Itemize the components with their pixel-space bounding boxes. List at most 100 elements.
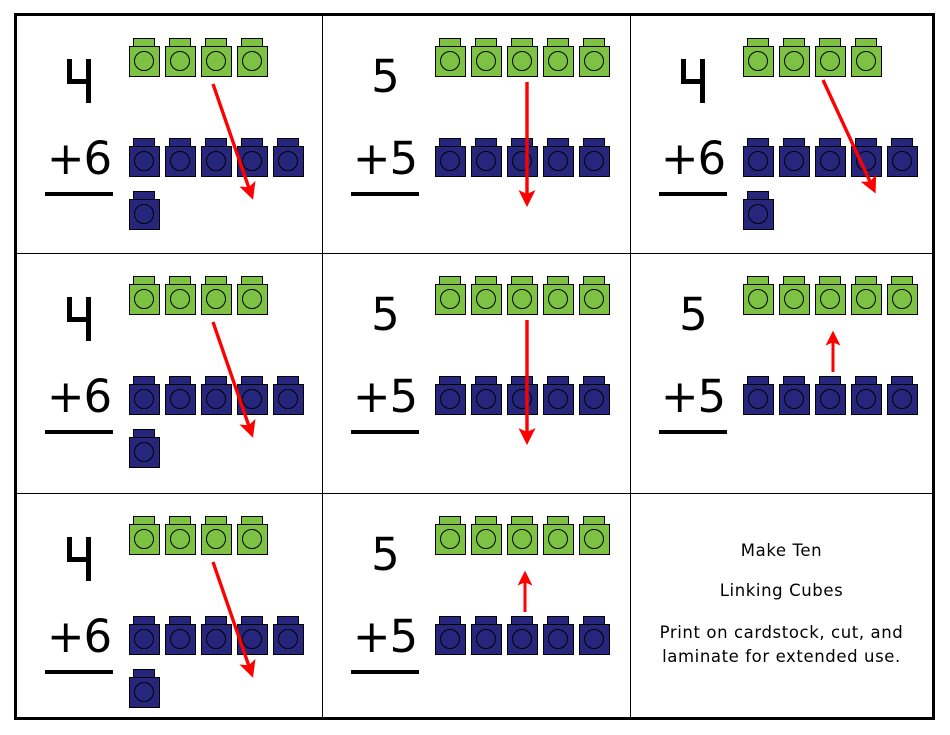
- cube-body: [165, 524, 196, 555]
- cube-circle-icon: [856, 51, 876, 71]
- cube-circle-icon: [242, 51, 262, 71]
- cube-body: [579, 46, 610, 77]
- cube-stud-icon: [583, 276, 605, 285]
- top-addend: [35, 54, 123, 110]
- cube-circle-icon: [170, 289, 190, 309]
- green-cube: [779, 276, 813, 318]
- cube-stud-icon: [783, 276, 805, 285]
- top-addend: [649, 54, 737, 110]
- cube-body: [543, 46, 574, 77]
- cube-body: [237, 524, 268, 555]
- cube-body: [779, 284, 810, 315]
- cube-stud-icon: [205, 276, 227, 285]
- cube-stud-icon: [439, 376, 461, 385]
- cube-stud-icon: [855, 276, 877, 285]
- green-cube-row: [743, 276, 923, 318]
- cube-stud-icon: [547, 138, 569, 147]
- blue-cube: [129, 138, 163, 180]
- cube-stage: [735, 254, 932, 493]
- green-cube: [129, 38, 163, 80]
- cube-circle-icon: [748, 389, 768, 409]
- top-addend: [35, 292, 123, 348]
- cube-circle-icon: [206, 389, 226, 409]
- cube-stud-icon: [205, 38, 227, 47]
- make-ten-card: +6: [631, 16, 932, 254]
- green-cube: [815, 38, 849, 80]
- cube-circle-icon: [892, 389, 912, 409]
- cube-body: [129, 677, 160, 708]
- cube-circle-icon: [476, 629, 496, 649]
- cube-body: [779, 46, 810, 77]
- blue-cube-row: [743, 376, 923, 418]
- green-cube: [543, 276, 577, 318]
- blue-cube: [129, 429, 163, 471]
- cube-body: [507, 624, 538, 655]
- cube-circle-icon: [548, 529, 568, 549]
- top-addend: 5: [371, 528, 400, 581]
- cube-stage: [735, 16, 932, 253]
- cube-body: [543, 284, 574, 315]
- addition-problem: 5+5: [341, 54, 429, 196]
- cube-stud-icon: [475, 38, 497, 47]
- cube-circle-icon: [170, 629, 190, 649]
- blue-cube: [507, 376, 541, 418]
- cube-stud-icon: [133, 616, 155, 625]
- cube-body: [201, 146, 232, 177]
- cube-body: [201, 524, 232, 555]
- cube-body: [815, 46, 846, 77]
- cube-stud-icon: [511, 138, 533, 147]
- cube-body: [543, 384, 574, 415]
- cube-stud-icon: [475, 616, 497, 625]
- cube-stud-icon: [819, 276, 841, 285]
- blue-cube: [435, 376, 469, 418]
- cube-body: [815, 146, 846, 177]
- cube-stud-icon: [511, 516, 533, 525]
- make-ten-card: 5+5: [323, 254, 631, 494]
- cube-circle-icon: [584, 151, 604, 171]
- cube-circle-icon: [584, 389, 604, 409]
- cube-circle-icon: [512, 629, 532, 649]
- cube-body: [779, 146, 810, 177]
- cube-body: [201, 384, 232, 415]
- digit-four-glyph: [64, 57, 94, 103]
- green-cube: [743, 38, 777, 80]
- cube-stud-icon: [511, 616, 533, 625]
- cube-circle-icon: [584, 289, 604, 309]
- cube-circle-icon: [584, 629, 604, 649]
- cube-circle-icon: [170, 151, 190, 171]
- blue-cube: [201, 616, 235, 658]
- blue-cube: [507, 138, 541, 180]
- cube-stud-icon: [547, 376, 569, 385]
- cube-body: [887, 384, 918, 415]
- blue-cube: [129, 616, 163, 658]
- cube-body: [237, 624, 268, 655]
- cube-body: [507, 46, 538, 77]
- cube-body: [129, 384, 160, 415]
- cube-stud-icon: [511, 276, 533, 285]
- cube-stud-icon: [891, 276, 913, 285]
- blue-cube: [201, 138, 235, 180]
- cube-circle-icon: [206, 51, 226, 71]
- cube-circle-icon: [892, 151, 912, 171]
- cube-body: [165, 624, 196, 655]
- cube-body: [129, 624, 160, 655]
- blue-cube: [201, 376, 235, 418]
- blue-cube: [887, 138, 921, 180]
- cube-circle-icon: [748, 151, 768, 171]
- blue-cube: [887, 376, 921, 418]
- cube-circle-icon: [820, 389, 840, 409]
- blue-cube-row: [129, 376, 309, 418]
- blue-cube: [237, 376, 271, 418]
- green-cube: [743, 276, 777, 318]
- cube-body: [471, 624, 502, 655]
- cube-circle-icon: [242, 629, 262, 649]
- green-cube: [887, 276, 921, 318]
- sum-line: [45, 430, 113, 434]
- cube-stage: [427, 16, 630, 253]
- cube-circle-icon: [784, 151, 804, 171]
- cube-body: [237, 284, 268, 315]
- blue-cube-extra-row: [743, 191, 779, 233]
- cube-body: [129, 199, 160, 230]
- cube-stud-icon: [241, 38, 263, 47]
